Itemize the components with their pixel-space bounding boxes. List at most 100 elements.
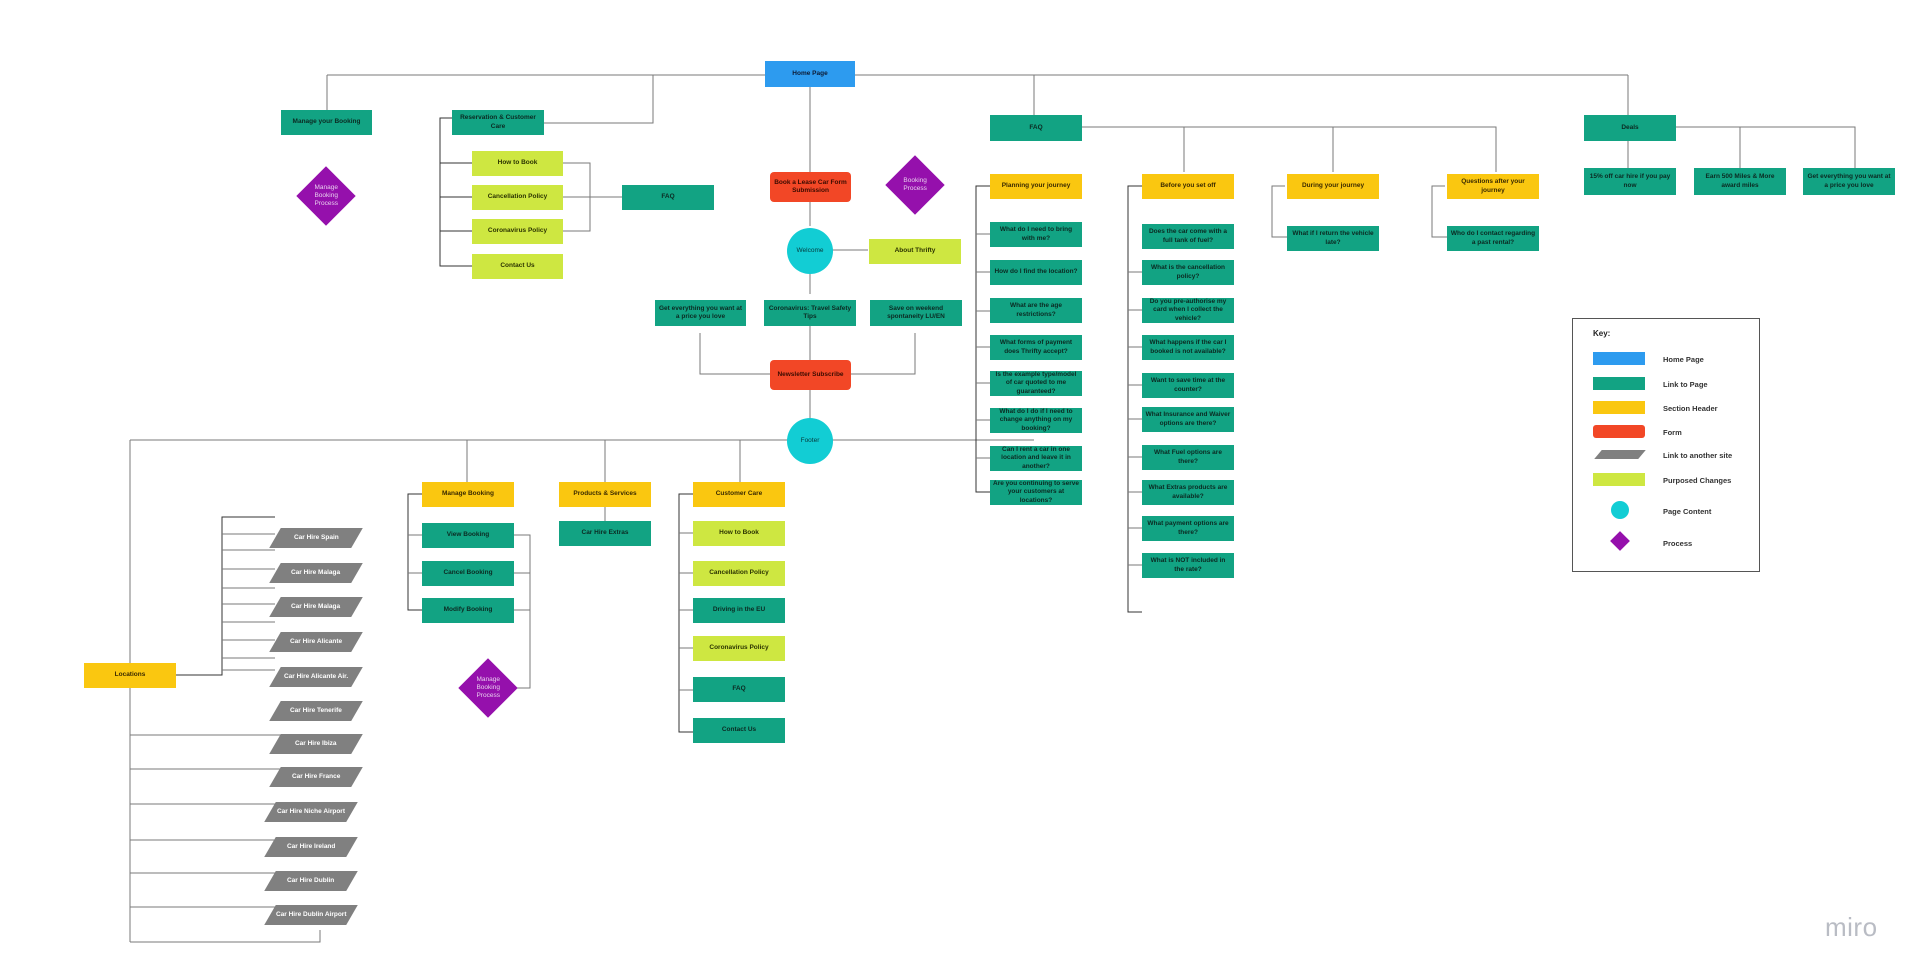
products-services-header[interactable]: Products & Services <box>559 482 651 507</box>
location-link-label-3: Car Hire Alicante <box>289 637 343 645</box>
location-link-6[interactable]: Car Hire Ibiza <box>269 734 363 754</box>
planning-item-7[interactable]: Are you continuing to serve your custome… <box>990 480 1082 505</box>
during-journey-header[interactable]: During your journey <box>1287 174 1379 199</box>
legend-label-process: Process <box>1663 539 1693 548</box>
legend-label-content: Page Content <box>1663 507 1712 516</box>
location-link-label-10: Car Hire Dublin <box>287 876 335 884</box>
legend-label-form: Form <box>1663 428 1682 437</box>
location-link-3[interactable]: Car Hire Alicante <box>269 632 363 652</box>
car-hire-extras-node[interactable]: Car Hire Extras <box>559 521 651 546</box>
legend-label-home: Home Page <box>1663 355 1704 364</box>
location-link-1[interactable]: Car Hire Malaga <box>269 563 363 583</box>
location-link-10[interactable]: Car Hire Dublin <box>264 871 358 891</box>
planning-item-0[interactable]: What do I need to bring with me? <box>990 222 1082 247</box>
coronavirus-policy-top-node[interactable]: Coronavirus Policy <box>472 219 563 244</box>
legend-title: Key: <box>1593 329 1611 338</box>
before-item-7[interactable]: What Extras products are available? <box>1142 480 1234 505</box>
location-link-11[interactable]: Car Hire Dublin Airport <box>264 905 358 925</box>
manage-booking-footer-header[interactable]: Manage Booking <box>422 482 514 507</box>
about-thrifty-node[interactable]: About Thrifty <box>869 239 961 264</box>
location-link-5[interactable]: Car Hire Tenerife <box>269 701 363 721</box>
customer-care-header[interactable]: Customer Care <box>693 482 785 507</box>
planning-item-1[interactable]: How do I find the location? <box>990 260 1082 285</box>
legend-key: Key: Home Page Link to Page Section Head… <box>1572 318 1760 572</box>
cc-contact-node[interactable]: Contact Us <box>693 718 785 743</box>
location-link-label-11: Car Hire Dublin Airport <box>275 910 347 918</box>
planning-journey-header[interactable]: Planning your journey <box>990 174 1082 199</box>
during-journey-item[interactable]: What if I return the vehicle late? <box>1287 226 1379 251</box>
faq-side-node[interactable]: FAQ <box>622 185 714 210</box>
reservation-customer-care-node[interactable]: Reservation & Customer Care <box>452 110 544 135</box>
planning-item-4[interactable]: Is the example type/model of car quoted … <box>990 371 1082 396</box>
cc-cancellation-node[interactable]: Cancellation Policy <box>693 561 785 586</box>
before-item-2[interactable]: Do you pre-authorise my card when I coll… <box>1142 298 1234 323</box>
legend-label-ext: Link to another site <box>1663 451 1733 460</box>
legend-swatch-content <box>1611 501 1629 519</box>
cc-how-to-book-node[interactable]: How to Book <box>693 521 785 546</box>
welcome-node[interactable]: Welcome <box>787 228 833 274</box>
before-item-8[interactable]: What payment options are there? <box>1142 516 1234 541</box>
cc-faq-node[interactable]: FAQ <box>693 677 785 702</box>
cancellation-policy-top-node[interactable]: Cancellation Policy <box>472 185 563 210</box>
modify-booking-node[interactable]: Modify Booking <box>422 598 514 623</box>
coronavirus-tips-node[interactable]: Coronavirus: Travel Safety Tips <box>764 300 856 326</box>
footer-node[interactable]: Footer <box>787 418 833 464</box>
manage-your-booking-node[interactable]: Manage your Booking <box>281 110 372 135</box>
how-to-book-top-node[interactable]: How to Book <box>472 151 563 176</box>
location-link-label-4: Car Hire Alicante Air. <box>283 672 349 680</box>
legend-swatch-link <box>1593 377 1645 390</box>
before-item-4[interactable]: Want to save time at the counter? <box>1142 373 1234 398</box>
location-link-label-0: Car Hire Spain <box>293 533 339 541</box>
deals-node[interactable]: Deals <box>1584 115 1676 141</box>
get-everything-mid-node[interactable]: Get everything you want at a price you l… <box>655 300 746 326</box>
location-link-2[interactable]: Car Hire Malaga <box>269 597 363 617</box>
planning-item-5[interactable]: What do I do if I need to change anythin… <box>990 408 1082 433</box>
planning-item-3[interactable]: What forms of payment does Thrifty accep… <box>990 335 1082 360</box>
manage-booking-process-footer-label: Manage Booking Process <box>476 676 500 699</box>
planning-item-6[interactable]: Can I rent a car in one location and lea… <box>990 446 1082 471</box>
deal-item-1[interactable]: Earn 500 Miles & More award miles <box>1694 168 1786 195</box>
questions-after-item[interactable]: Who do I contact regarding a past rental… <box>1447 226 1539 251</box>
deal-item-0[interactable]: 15% off car hire if you pay now <box>1584 168 1676 195</box>
before-item-0[interactable]: Does the car come with a full tank of fu… <box>1142 224 1234 249</box>
before-item-9[interactable]: What is NOT included in the rate? <box>1142 553 1234 578</box>
before-item-3[interactable]: What happens if the car I booked is not … <box>1142 335 1234 360</box>
location-link-label-2: Car Hire Malaga <box>291 602 341 610</box>
legend-label-link: Link to Page <box>1663 380 1708 389</box>
cancel-booking-node[interactable]: Cancel Booking <box>422 561 514 586</box>
save-weekend-node[interactable]: Save on weekend spontaneity LU/EN <box>870 300 962 326</box>
location-link-label-1: Car Hire Malaga <box>291 568 341 576</box>
cc-coronavirus-node[interactable]: Coronavirus Policy <box>693 636 785 661</box>
location-link-8[interactable]: Car Hire Niche Airport <box>264 802 358 822</box>
before-item-1[interactable]: What is the cancellation policy? <box>1142 260 1234 285</box>
before-set-off-header[interactable]: Before you set off <box>1142 174 1234 199</box>
before-item-6[interactable]: What Fuel options are there? <box>1142 445 1234 470</box>
location-link-label-5: Car Hire Tenerife <box>290 706 342 714</box>
view-booking-node[interactable]: View Booking <box>422 523 514 548</box>
location-link-9[interactable]: Car Hire Ireland <box>264 837 358 857</box>
questions-after-header[interactable]: Questions after your journey <box>1447 174 1539 199</box>
before-item-5[interactable]: What Insurance and Waiver options are th… <box>1142 407 1234 432</box>
manage-booking-process-label: Manage Booking Process <box>314 184 338 207</box>
location-link-4[interactable]: Car Hire Alicante Air. <box>269 667 363 687</box>
contact-us-top-node[interactable]: Contact Us <box>472 254 563 279</box>
newsletter-subscribe-node[interactable]: Newsletter Subscribe <box>770 360 851 390</box>
faq-main-node[interactable]: FAQ <box>990 115 1082 141</box>
legend-swatch-section <box>1593 401 1645 414</box>
cc-driving-eu-node[interactable]: Driving in the EU <box>693 598 785 623</box>
locations-header[interactable]: Locations <box>84 663 176 688</box>
location-link-label-6: Car Hire Ibiza <box>295 739 337 747</box>
home-page-node[interactable]: Home Page <box>765 61 855 87</box>
legend-label-purposed: Purposed Changes <box>1663 476 1732 485</box>
location-link-7[interactable]: Car Hire France <box>269 767 363 787</box>
miro-logo: miro <box>1825 912 1878 942</box>
legend-label-section: Section Header <box>1663 404 1718 413</box>
location-link-label-7: Car Hire France <box>291 772 341 780</box>
legend-swatch-home <box>1593 352 1645 365</box>
planning-item-2[interactable]: What are the age restrictions? <box>990 298 1082 323</box>
location-link-0[interactable]: Car Hire Spain <box>269 528 363 548</box>
deal-item-2[interactable]: Get everything you want at a price you l… <box>1803 168 1895 195</box>
book-lease-car-form-node[interactable]: Book a Lease Car Form Submission <box>770 172 851 202</box>
